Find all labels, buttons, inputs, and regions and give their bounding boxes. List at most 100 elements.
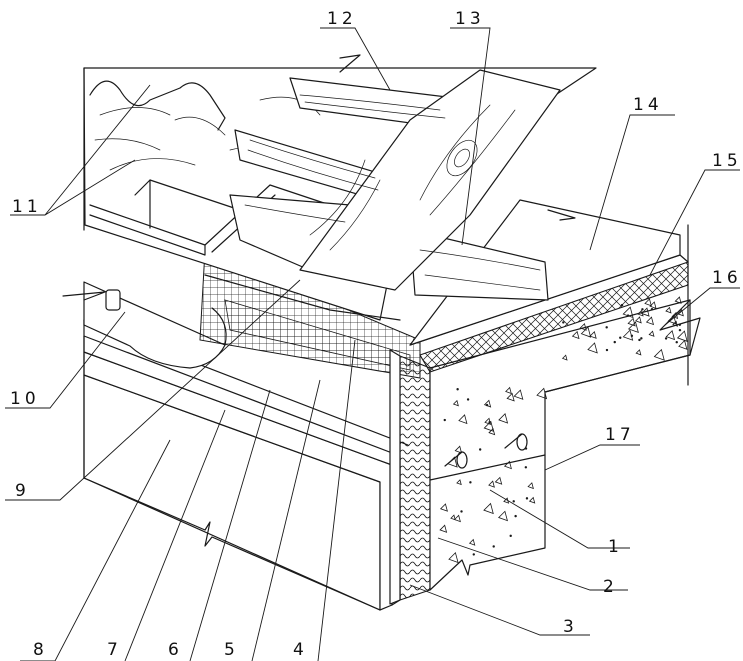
aggregate-dot [650,307,654,311]
aggregate-stone [458,414,468,425]
callout-13: 13 [455,9,485,29]
aggregate-stone [645,316,655,326]
battens [229,69,561,301]
aggregate-dot [640,337,643,340]
concrete-aggregate [439,296,688,564]
aggregate-stone [498,413,509,424]
aggregate-dot [478,448,482,451]
aggregate-stone [484,417,492,425]
aggregate-stone [527,482,534,490]
aggregate-stone [505,386,512,395]
aggregate-dot [512,500,515,503]
callout-3: 3 [563,617,578,637]
aggregate-dot [485,403,489,407]
aggregate-stone [648,330,655,337]
aggregate-stone [498,510,508,522]
aggregate-dot [460,510,463,513]
aggregate-stone [453,514,461,523]
aggregate-dot [630,334,634,338]
wall-section [389,299,691,605]
aggregate-dot [514,514,517,518]
aggregate-stone [665,306,672,314]
aggregate-stone [589,330,597,339]
aggregate-dot [638,338,641,342]
callout-15: 15 [712,151,742,171]
aggregate-dot [472,553,475,556]
aggregate-stone [488,480,495,488]
aggregate-dot [443,418,446,422]
callout-14: 14 [633,95,663,115]
aggregate-dot [492,545,495,548]
callout-16: 16 [712,268,742,288]
aggregate-stone [483,420,495,432]
concrete-slab [429,299,691,591]
aggregate-dot [456,388,459,391]
aggregate-stone [450,514,456,521]
aggregate-dot [524,466,528,469]
right-break-mark [659,299,701,356]
aggregate-stone [579,322,587,331]
aggregate-dot [605,326,608,329]
aggregate-dot [619,336,622,339]
aggregate-stone [571,330,580,340]
callout-9: 9 [15,481,30,501]
aggregate-stone [483,502,494,515]
aggregate-stone [513,389,524,400]
aggregate-stone [644,298,652,307]
callout-7: 7 [107,640,122,660]
callout-labels: 1 2 3 4 5 6 7 8 9 10 11 12 13 14 15 16 1… [10,9,742,660]
aggregate-dot [675,340,678,344]
callout-17: 17 [605,425,635,445]
callout-leaders [5,27,740,661]
aggregate-stone [456,479,462,486]
aggregate-stone [439,503,448,512]
aggregate-stone [454,445,463,454]
aggregate-stone [677,309,684,317]
aggregate-stone [494,476,503,485]
embedded-rods [444,433,528,469]
aggregate-stone [676,330,688,342]
aggregate-stone [674,296,682,304]
fascia-assembly [83,319,409,611]
aggregate-stone [653,348,665,361]
insulation-layer [399,355,431,601]
aggregate-stone [635,316,642,324]
aggregate-dot [509,534,512,538]
callout-6: 6 [168,640,183,660]
aggregate-stone [452,399,459,407]
callout-5: 5 [224,640,239,660]
aggregate-dot [605,348,609,352]
aggregate-stone [580,326,592,338]
aggregate-stone [468,538,476,546]
aggregate-stone [678,339,688,350]
aggregate-stone [536,387,548,400]
callout-12: 12 [327,9,357,29]
aggregate-stone [627,317,636,327]
rafter [299,69,561,291]
aggregate-dot [664,337,668,340]
aggregate-dot [525,497,529,500]
aggregate-dot [613,340,616,344]
aggregate-stone [649,301,657,310]
aggregate-dot [678,328,682,332]
aggregate-stone [503,460,512,470]
aggregate-stone [561,354,568,361]
aggregate-stone [506,392,515,402]
aggregate-stone [635,349,642,356]
aggregate-stone [439,524,448,533]
aggregate-stone [448,551,459,564]
callout-10: 10 [10,389,40,409]
aggregate-dot [469,481,472,484]
aggregate-stone [587,342,598,354]
aggregate-stone [627,321,639,334]
callout-11: 11 [12,197,42,217]
aggregate-stone [622,306,634,319]
callout-2: 2 [603,577,618,597]
aggregate-dot [466,398,470,401]
callout-4: 4 [293,640,308,660]
aggregate-stone [528,496,536,504]
gutter-bracket [105,289,121,311]
callout-1: 1 [608,537,623,557]
aggregate-stone [665,330,676,341]
